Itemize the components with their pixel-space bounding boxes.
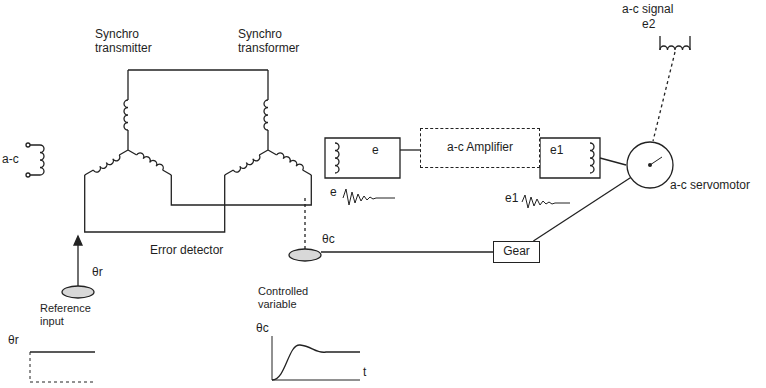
stator-coil <box>233 155 261 173</box>
servomotor-circle: a-c servomotor <box>626 141 674 189</box>
source-lead <box>30 145 40 175</box>
motor-rotor <box>650 157 662 165</box>
signal-wire <box>400 149 420 150</box>
stator-lead <box>85 70 172 175</box>
output-dial <box>289 249 321 261</box>
terminal <box>26 173 30 177</box>
control-link <box>653 52 675 141</box>
output-coil <box>590 143 594 173</box>
process-box: a-c Amplifier <box>420 128 540 168</box>
rotor-coil <box>40 145 44 175</box>
error-voltage-box <box>325 138 400 178</box>
part-label: e1 <box>505 192 518 206</box>
response-curve <box>272 345 360 380</box>
stator-coil <box>137 152 165 170</box>
gear-shaft <box>321 251 493 252</box>
motor-label: a-c servomotor <box>670 179 750 193</box>
part-label: a-c <box>2 153 19 167</box>
part-label: Reference input <box>40 302 104 327</box>
graph-axis <box>30 352 95 382</box>
motor-outline <box>626 141 674 189</box>
part-label: t <box>363 366 366 380</box>
part-label: e <box>372 144 379 158</box>
part-label: Synchro transmitter <box>95 28 165 56</box>
stator-coil <box>93 155 121 173</box>
stator-coil <box>264 100 268 130</box>
output-waveform <box>522 195 570 208</box>
output-shaft <box>304 195 305 249</box>
part-label: e <box>330 186 337 200</box>
control-coil <box>660 46 690 50</box>
process-box: Gear <box>493 241 540 263</box>
synchro-wire <box>85 70 312 232</box>
part-label: e1 <box>550 144 563 158</box>
reference-dial <box>62 286 94 298</box>
part-label: θr <box>8 334 19 348</box>
box-label: a-c Amplifier <box>447 141 513 155</box>
control-lead <box>660 36 690 50</box>
reference-shaft <box>77 244 78 286</box>
motor-wire <box>600 158 626 165</box>
stator-coil <box>124 100 128 130</box>
part-label: θr <box>92 266 103 280</box>
box-label: Gear <box>503 245 530 259</box>
step-input-curve <box>30 351 95 352</box>
part-label: θc <box>322 233 335 247</box>
part-label: Controlled variable <box>258 285 322 310</box>
shaft-arrowhead <box>74 236 82 245</box>
shaft-connector <box>533 178 630 241</box>
output-voltage-box <box>540 138 600 178</box>
error-waveform <box>343 189 395 205</box>
motor-circle <box>627 142 673 188</box>
terminal <box>26 143 30 147</box>
part-label: θc <box>256 322 269 336</box>
part-label: Error detector <box>150 244 223 258</box>
part-label: a-c signal <box>622 3 673 17</box>
rotor-coil <box>335 143 339 173</box>
graph-axis <box>272 336 360 380</box>
stator-coil <box>277 152 305 170</box>
part-label: Synchro transformer <box>238 28 313 56</box>
part-label: e2 <box>642 18 655 32</box>
stator-lead <box>225 70 312 175</box>
